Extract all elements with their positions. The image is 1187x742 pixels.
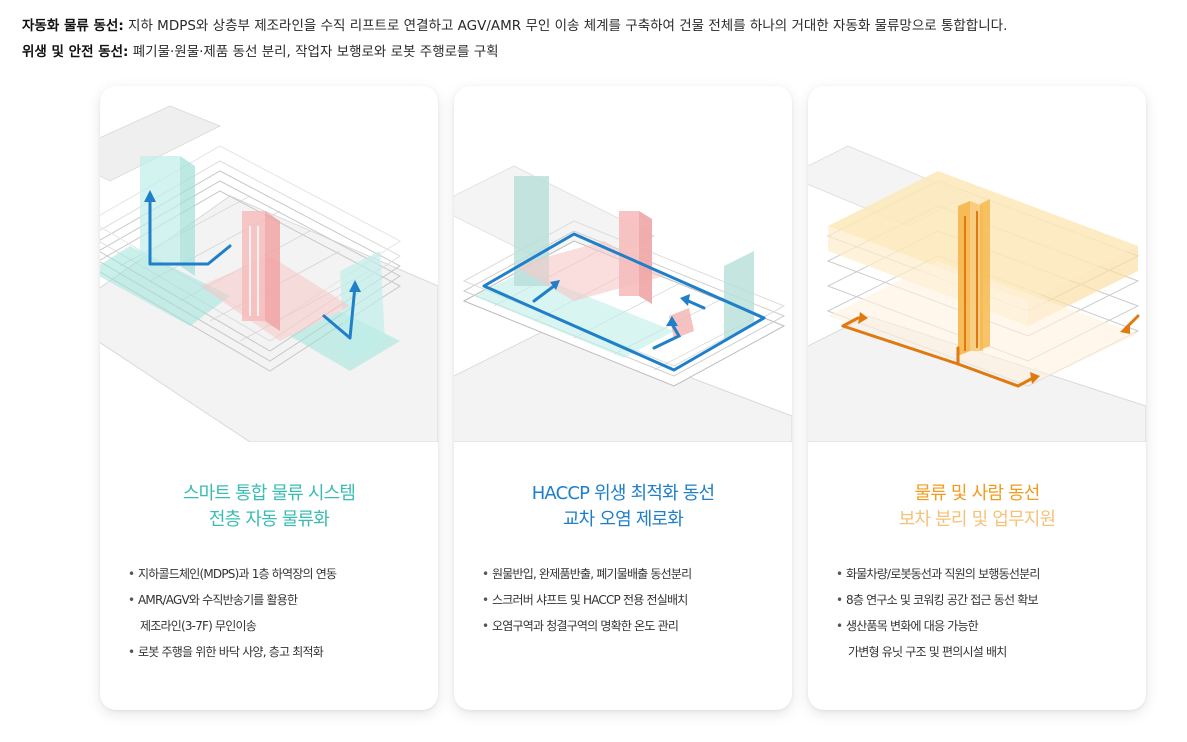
intro-text: 자동화 물류 동선: 지하 MDPS와 상층부 제조라인을 수직 리프트로 연결… [22,13,1172,65]
list-item: 오염구역과 청결구역의 명확한 온도 관리 [482,613,782,639]
card-title: 물류 및 사람 동선 보차 분리 및 업무지원 [808,481,1146,533]
illustration-people-flow [808,86,1146,442]
card-haccp: HACCP 위생 최적화 동선 교차 오염 제로화 원물반입, 완제품반출, 폐… [454,86,792,710]
list-item: 로봇 주행을 위한 바닥 사양, 층고 최적화 [128,639,428,665]
list-item: 원물반입, 완제품반출, 폐기물배출 동선분리 [482,561,782,587]
list-item: 8층 연구소 및 코워킹 공간 접근 동선 확보 [836,587,1136,613]
bullet-list: 원물반입, 완제품반출, 폐기물배출 동선분리 스크러버 샤프트 및 HACCP… [482,561,782,639]
intro-desc-hygiene: 폐기물·원물·제품 동선 분리, 작업자 보행로와 로봇 주행로를 구획 [132,44,499,60]
list-item: 화물차량/로봇동선과 직원의 보행동선분리 [836,561,1136,587]
card-title: HACCP 위생 최적화 동선 교차 오염 제로화 [454,481,792,533]
intro-label-hygiene: 위생 및 안전 동선: [22,44,129,60]
card-title-main: 스마트 통합 물류 시스템 [182,483,356,504]
card-people-flow: 물류 및 사람 동선 보차 분리 및 업무지원 화물차량/로봇동선과 직원의 보… [808,86,1146,710]
card-title: 스마트 통합 물류 시스템 전층 자동 물류화 [100,481,438,533]
card-title-sub: 보차 분리 및 업무지원 [898,509,1056,530]
card-smart-logistics: 스마트 통합 물류 시스템 전층 자동 물류화 지하콜드체인(MDPS)과 1층… [100,86,438,710]
intro-desc-logistics: 지하 MDPS와 상층부 제조라인을 수직 리프트로 연결하고 AGV/AMR … [128,18,1008,34]
list-item: 스크러버 샤프트 및 HACCP 전용 전실배치 [482,587,782,613]
card-title-main: 물류 및 사람 동선 [914,483,1040,504]
illustration-haccp [454,86,792,442]
list-item: 지하콜드체인(MDPS)과 1층 하역장의 연동 [128,561,428,587]
card-title-sub: 교차 오염 제로화 [562,509,684,530]
intro-line-hygiene: 위생 및 안전 동선: 폐기물·원물·제품 동선 분리, 작업자 보행로와 로봇… [22,39,1172,65]
bullet-list: 지하콜드체인(MDPS)과 1층 하역장의 연동 AMR/AGV와 수직반송기를… [128,561,428,665]
intro-line-logistics: 자동화 물류 동선: 지하 MDPS와 상층부 제조라인을 수직 리프트로 연결… [22,13,1172,39]
intro-label-logistics: 자동화 물류 동선: [22,18,124,34]
card-title-sub: 전층 자동 물류화 [208,509,330,530]
bullet-list: 화물차량/로봇동선과 직원의 보행동선분리 8층 연구소 및 코워킹 공간 접근… [836,561,1136,665]
card-title-main: HACCP 위생 최적화 동선 [531,483,715,504]
illustration-smart-logistics [100,86,438,442]
